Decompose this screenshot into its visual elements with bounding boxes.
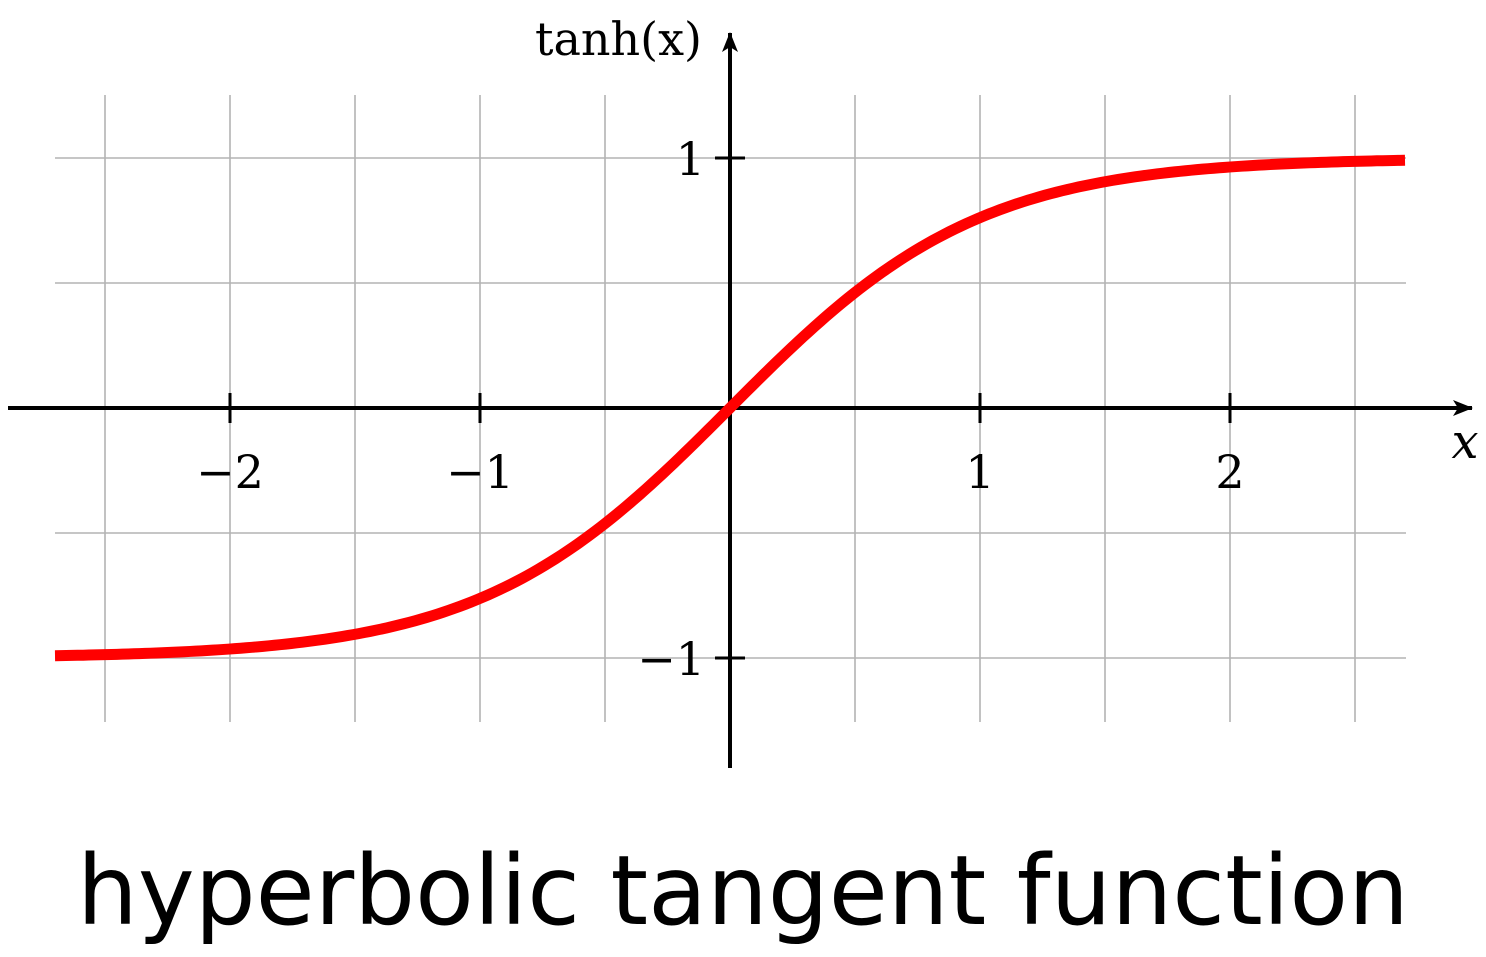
- ticks: −2 −1 1 2 1 −1: [196, 132, 1245, 686]
- series: [54, 154, 1406, 662]
- x-tick-label: −2: [196, 445, 264, 499]
- y-axis-label: tanh(x): [535, 12, 702, 66]
- y-tick-label: −1: [637, 632, 705, 686]
- x-tick-label: 1: [965, 445, 994, 499]
- tanh-plot: −2 −1 1 2 1 −1 tanh(x) x: [8, 12, 1479, 768]
- x-tick-label: −1: [446, 445, 514, 499]
- y-tick-label: 1: [676, 132, 705, 186]
- caption: hyperbolic tangent function: [77, 835, 1409, 947]
- x-axis-label: x: [1451, 414, 1478, 470]
- axis-labels: tanh(x) x: [535, 12, 1479, 470]
- tanh-curve: [54, 154, 1406, 662]
- x-tick-label: 2: [1215, 445, 1244, 499]
